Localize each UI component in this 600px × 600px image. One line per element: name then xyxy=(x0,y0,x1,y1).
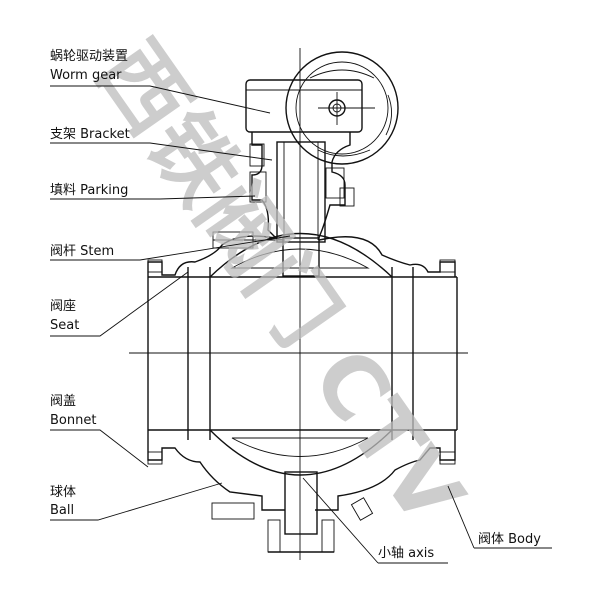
bottom-axis xyxy=(211,471,374,553)
label-worm-gear-en: Worm gear xyxy=(50,68,122,83)
worm-gear-box xyxy=(245,79,375,133)
leader-lines xyxy=(50,85,552,564)
ball xyxy=(209,232,393,476)
label-ball-en: Ball xyxy=(50,503,74,518)
label-body: 阀体 Body xyxy=(478,532,541,547)
label-stem: 阀杆 Stem xyxy=(50,244,114,259)
label-bracket: 支架 Bracket xyxy=(50,127,130,142)
label-axis: 小轴 axis xyxy=(378,546,434,561)
valve-body xyxy=(147,235,458,511)
label-ball-cn: 球体 xyxy=(50,485,76,500)
label-seat-cn: 阀座 xyxy=(50,299,76,314)
label-packing: 填料 Parking xyxy=(50,183,128,198)
handwheel xyxy=(285,51,399,165)
label-bonnet-en: Bonnet xyxy=(50,413,96,428)
watermark: 西铁阀门 CTV xyxy=(78,25,483,543)
label-seat-en: Seat xyxy=(50,318,79,333)
valve-drawing xyxy=(129,48,468,560)
stem xyxy=(276,141,326,277)
label-bonnet-cn: 阀盖 xyxy=(50,394,76,409)
label-worm-gear-cn: 蜗轮驱动装置 xyxy=(50,48,128,64)
svg-text:西铁阀门 CTV: 西铁阀门 CTV xyxy=(78,25,483,543)
